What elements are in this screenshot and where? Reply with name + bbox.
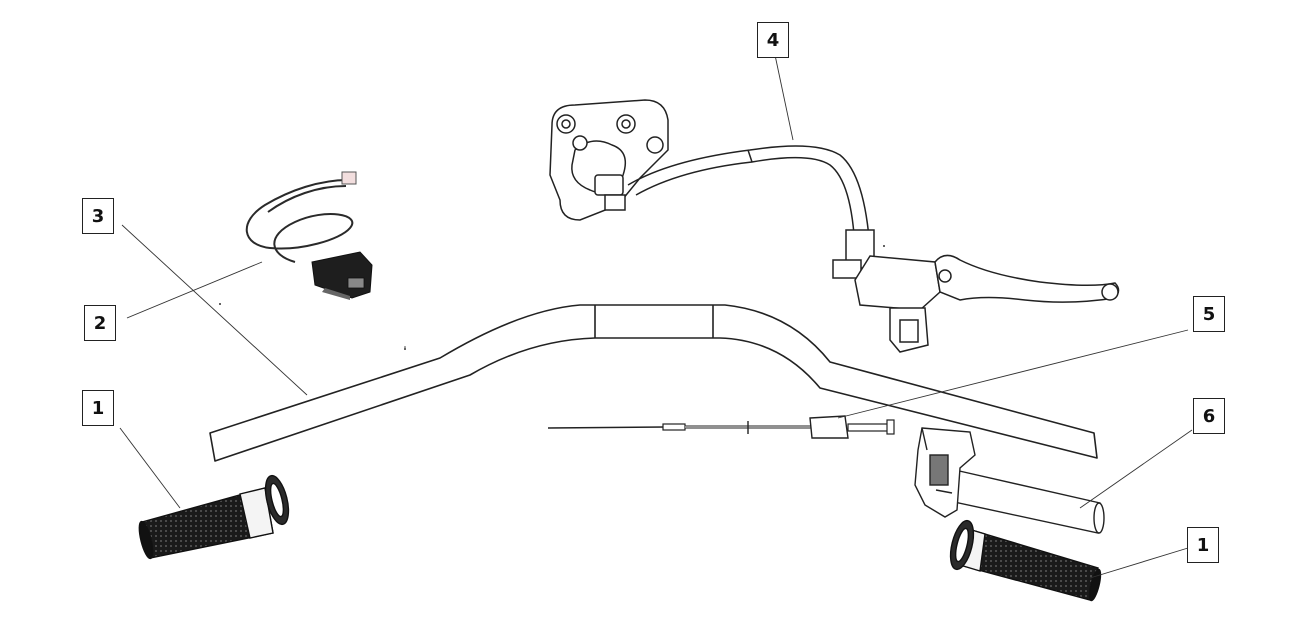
throttle-cable <box>547 415 895 439</box>
callout-3-handlebar: 3 <box>82 198 114 234</box>
brake-master-cylinder <box>832 229 1120 353</box>
callout-1-left-grip: 1 <box>82 390 114 426</box>
brake-caliper <box>549 99 669 221</box>
left-grip <box>138 474 290 560</box>
kill-switch <box>245 171 373 300</box>
callout-4-brake-assembly: 4 <box>757 22 789 58</box>
brake-hose <box>627 145 871 251</box>
callout-1-right-grip: 1 <box>1187 527 1219 563</box>
right-grip <box>949 519 1102 602</box>
callout-2-kill-switch: 2 <box>84 305 116 341</box>
stray-marks <box>219 245 885 350</box>
callout-5-throttle-cable: 5 <box>1193 296 1225 332</box>
throttle-assembly <box>914 427 1105 534</box>
callout-6-throttle-housing: 6 <box>1193 398 1225 434</box>
handlebar <box>209 304 1098 462</box>
leader-lines <box>119 54 1193 579</box>
